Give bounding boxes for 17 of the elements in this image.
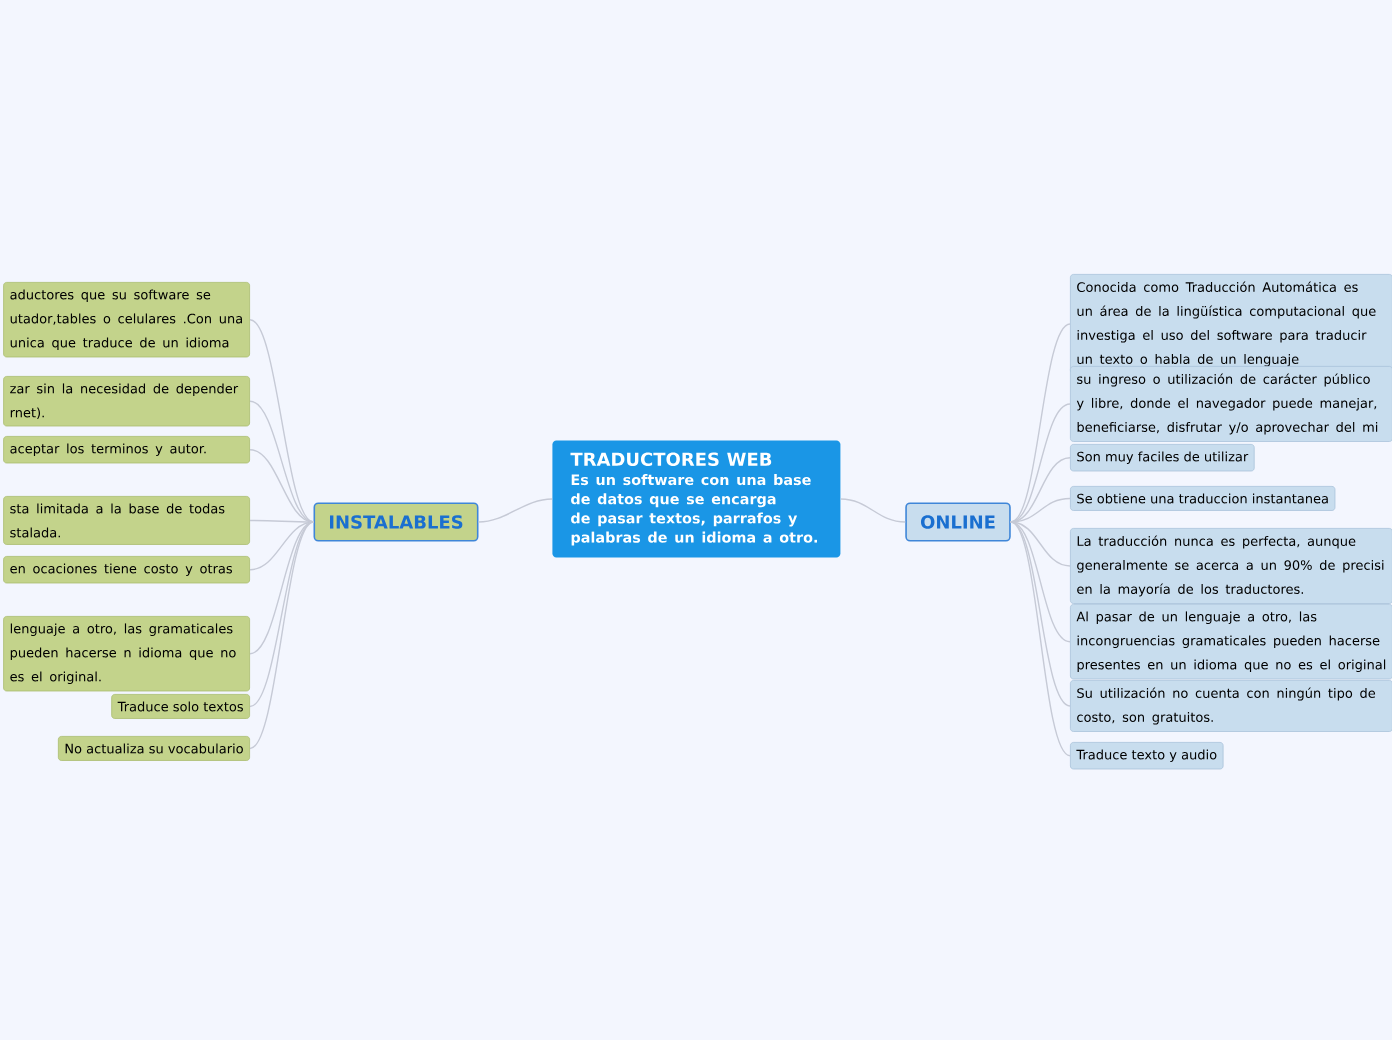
connector-line xyxy=(1010,457,1071,523)
connector-line xyxy=(249,521,315,750)
connector-line xyxy=(249,400,315,523)
connector-line xyxy=(1010,323,1071,523)
connector-line xyxy=(1010,521,1071,643)
branch-topic-box: ONLINE xyxy=(905,502,1011,542)
connector-line xyxy=(249,449,315,523)
connector-line xyxy=(1010,521,1071,567)
connector-line xyxy=(477,498,553,523)
branch-topic-box: INSTALABLES xyxy=(313,502,479,542)
connector-line xyxy=(840,498,906,523)
connector-line xyxy=(249,521,315,571)
connector-line xyxy=(249,319,315,523)
connector-line xyxy=(249,521,315,708)
connector-line xyxy=(1010,521,1071,757)
connector-line xyxy=(1010,497,1071,523)
connector-line xyxy=(1010,403,1071,523)
